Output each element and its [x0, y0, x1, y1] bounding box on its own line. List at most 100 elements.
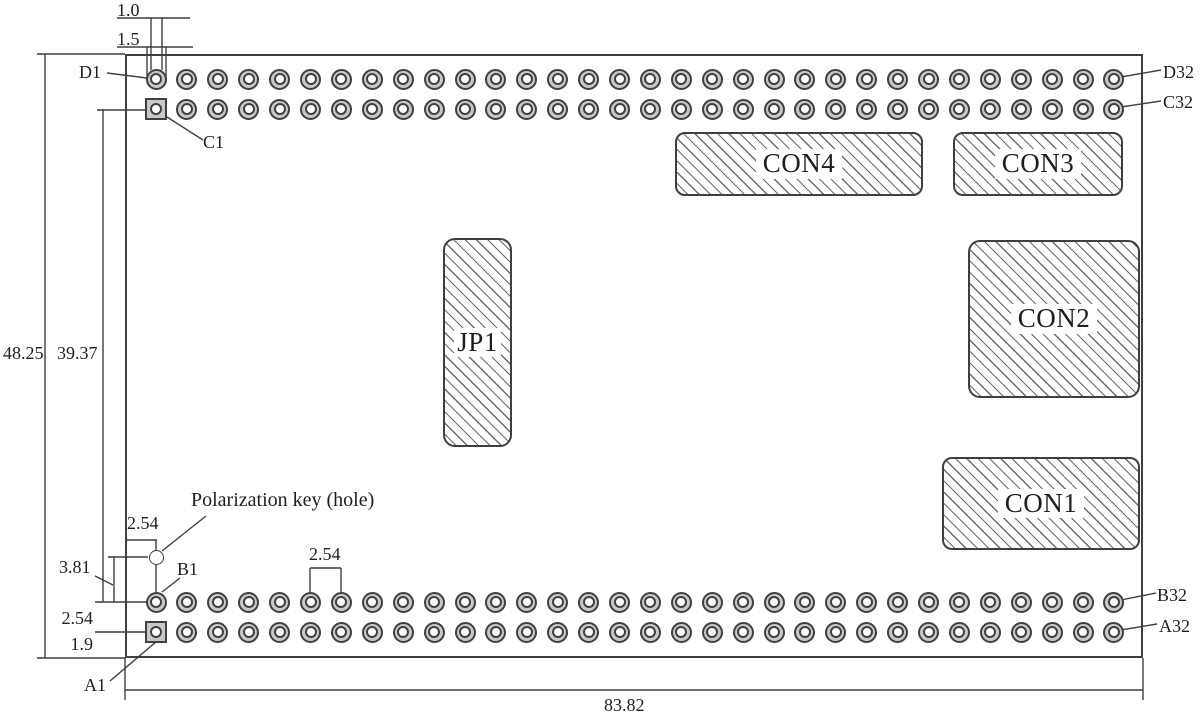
pin-hole: [984, 596, 997, 608]
pin-c32: [1103, 98, 1125, 120]
pin-c14: [547, 98, 569, 120]
connector-con1-label: CON1: [997, 488, 1085, 519]
pin-c19: [701, 98, 723, 120]
pin-a5: [269, 621, 291, 643]
pin-hole: [829, 596, 842, 608]
pin-hole: [953, 103, 966, 115]
pin-hole: [582, 596, 595, 608]
pin-hole: [737, 596, 750, 608]
connector-con4: CON4: [675, 132, 923, 196]
pin-hole: [397, 596, 410, 608]
pin-hole: [768, 103, 780, 115]
pin-c11: [454, 98, 476, 120]
pin-d18: [670, 68, 692, 90]
pin-a17: [639, 621, 661, 643]
pin-d10: [423, 68, 445, 90]
pin-a11: [454, 621, 476, 643]
pin-label-a32: A32: [1159, 616, 1190, 636]
pin-label-b32: B32: [1157, 585, 1188, 605]
pin-c27: [948, 98, 970, 120]
pin-c7: [330, 98, 352, 120]
dim-row-c-to-row-b: 39.37: [57, 343, 98, 363]
pin-hole: [582, 626, 595, 638]
pin-hole: [1046, 73, 1059, 85]
pin-b13: [516, 591, 538, 613]
pin-a31: [1072, 621, 1094, 643]
pin-hole: [551, 596, 564, 608]
pin-hole: [675, 626, 688, 638]
pin-hole: [798, 596, 811, 608]
pin-hole: [644, 626, 657, 638]
pin-hole: [397, 103, 410, 115]
pin-hole: [860, 626, 873, 638]
pin-b25: [887, 591, 909, 613]
pin-hole: [459, 73, 471, 85]
pin-hole: [706, 596, 719, 608]
pin-d32: [1103, 68, 1125, 90]
pin-hole: [1046, 626, 1059, 638]
pin-c20: [732, 98, 754, 120]
pin-a18: [670, 621, 692, 643]
pin-hole: [675, 73, 688, 85]
pin-d21: [763, 68, 785, 90]
pin-c3: [207, 98, 229, 120]
pin-d24: [856, 68, 878, 90]
dim-pad-diameter: 1.5: [117, 29, 140, 49]
pin-a9: [392, 621, 414, 643]
pin-hole: [768, 73, 780, 85]
pin-hole: [211, 596, 224, 608]
pin-c22: [794, 98, 816, 120]
pin-hole: [860, 103, 873, 115]
pin-hole: [459, 596, 471, 608]
pin-hole: [489, 73, 502, 85]
pin-hole: [953, 596, 966, 608]
pin-hole: [984, 73, 997, 85]
pin-hole: [737, 103, 750, 115]
pin-a25: [887, 621, 909, 643]
pin-hole: [304, 596, 317, 608]
pin-hole: [737, 73, 750, 85]
pin-label-c32: C32: [1163, 92, 1194, 112]
pin-hole: [150, 73, 162, 85]
pin-b4: [238, 591, 260, 613]
pin-a2: [176, 621, 198, 643]
connector-con2-label: CON2: [1010, 303, 1098, 334]
pin-hole: [428, 596, 441, 608]
pin-hole: [860, 73, 873, 85]
pin-a12: [485, 621, 507, 643]
pin-hole: [242, 103, 255, 115]
pin-d17: [639, 68, 661, 90]
pin-b22: [794, 591, 816, 613]
pin-hole: [1107, 626, 1120, 638]
pin-b1: [145, 591, 167, 613]
pin-hole: [798, 626, 811, 638]
pin-hole: [1046, 103, 1059, 115]
pin-a26: [918, 621, 939, 643]
pin-a27: [948, 621, 970, 643]
pin-hole: [459, 103, 471, 115]
pin-b24: [856, 591, 878, 613]
pin-hole: [768, 596, 780, 608]
pin-c23: [825, 98, 847, 120]
pin-hole: [829, 626, 842, 638]
pin-c24: [856, 98, 878, 120]
pin-d25: [887, 68, 909, 90]
pin-hole: [582, 103, 595, 115]
pin-a15: [578, 621, 600, 643]
pin-hole: [829, 73, 842, 85]
pin-d19: [701, 68, 723, 90]
pin-b27: [948, 591, 970, 613]
pin-a10: [423, 621, 445, 643]
pin-hole: [922, 73, 935, 85]
pin-hole: [304, 73, 317, 85]
pin-hole: [428, 73, 441, 85]
pin-hole: [737, 626, 750, 638]
pin-hole: [613, 596, 626, 608]
pin-hole: [1015, 596, 1028, 608]
pin-hole: [335, 626, 348, 638]
pin-hole: [644, 73, 657, 85]
pin-hole: [1015, 626, 1028, 638]
pin-b32: [1103, 591, 1125, 613]
pin-c26: [918, 98, 939, 120]
pin-c29: [1010, 98, 1032, 120]
